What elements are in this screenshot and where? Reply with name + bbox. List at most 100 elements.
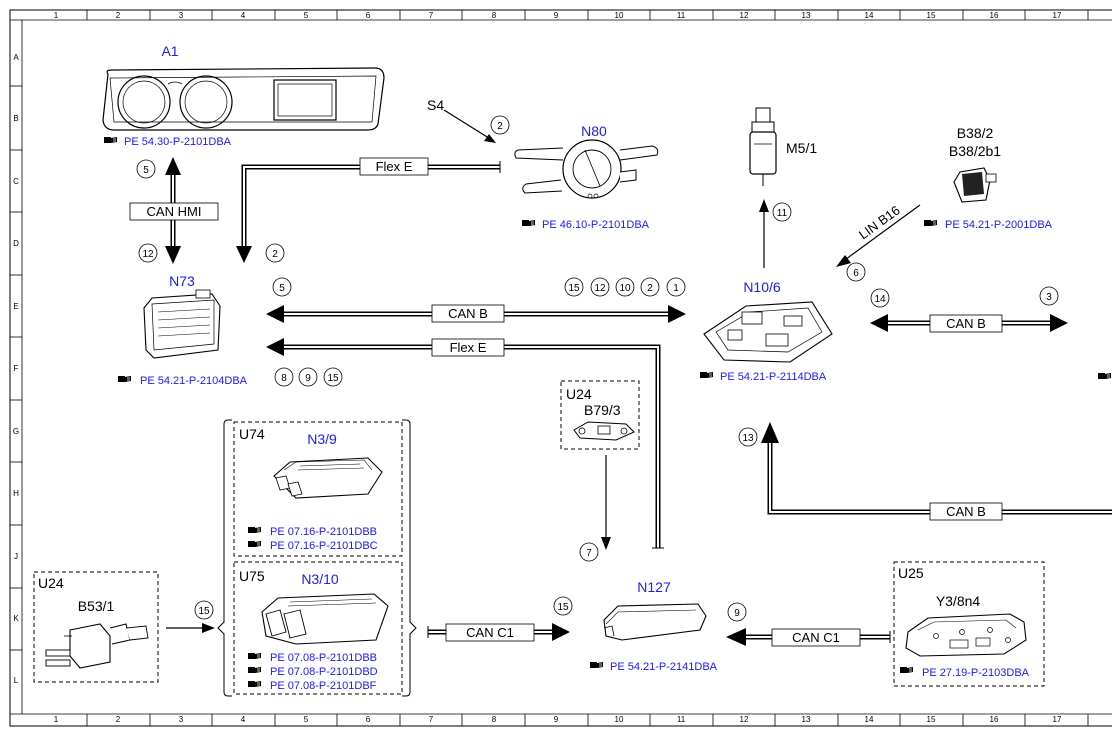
circle-ref-number: 12	[594, 283, 606, 294]
circle-ref: 2	[640, 277, 660, 297]
col-label-top: 17	[1053, 11, 1062, 20]
col-label-top: 4	[241, 11, 246, 20]
circle-ref-number: 5	[279, 283, 285, 294]
flex-e-top-connection: Flex E	[236, 157, 501, 263]
y38n4-label: Y3/8n4	[936, 593, 981, 609]
col-label-top: 9	[554, 11, 559, 20]
col-label-bottom: 11	[677, 715, 686, 724]
row-label: E	[13, 302, 18, 311]
col-label-bottom: 16	[990, 715, 999, 724]
row-label: L	[14, 676, 19, 685]
n310-ref-link-3[interactable]: PE 07.08-P-2101DBF	[270, 680, 377, 692]
b793-label: B79/3	[584, 402, 621, 418]
n127-ref-link[interactable]: PE 54.21-P-2141DBA	[610, 661, 718, 673]
a1-instrument-cluster: A1 PE 54.30-P-2101DBA	[102, 43, 385, 148]
row-label: C	[13, 177, 19, 186]
col-label-bottom: 12	[740, 715, 749, 724]
reference-book-icon	[699, 371, 714, 379]
col-label-bottom: 6	[366, 715, 371, 724]
col-label-top: 5	[304, 11, 309, 20]
can-c1-left-label: CAN C1	[466, 625, 514, 640]
can-b-right-connection: CAN B	[870, 314, 1068, 333]
reference-book-icon	[247, 680, 262, 688]
circle-ref-number: 8	[281, 373, 287, 384]
col-label-top: 15	[927, 11, 936, 20]
circle-ref-number: 15	[557, 602, 569, 613]
reference-book-icon	[247, 666, 262, 674]
circle-ref: 15	[194, 600, 214, 620]
col-label-top: 2	[116, 11, 121, 20]
n106-ref-link[interactable]: PE 54.21-P-2114DBA	[720, 371, 827, 383]
circle-ref-number: 5	[143, 165, 149, 176]
flex-e-main-connection: Flex E	[266, 338, 664, 549]
circle-ref-number: 15	[568, 283, 580, 294]
can-b-main-connection: CAN B	[266, 304, 686, 323]
u74-n39-module: U74 N3/9 PE 07.16-P-2101DBB PE 07.16-P-2…	[239, 426, 383, 552]
can-hmi-connection: CAN HMI	[129, 157, 219, 264]
reference-book-icon	[247, 526, 262, 534]
circle-ref: 12	[590, 277, 610, 297]
n39-ref-link-2[interactable]: PE 07.16-P-2101DBC	[270, 540, 378, 552]
col-label-bottom: 5	[304, 715, 309, 724]
col-label-top: 8	[492, 11, 497, 20]
lin-b16-connection: LIN B16	[836, 202, 921, 267]
can-c1-right-connection: CAN C1	[726, 628, 891, 647]
circle-ref-number: 2	[272, 249, 278, 260]
circle-ref-number: 2	[497, 121, 503, 132]
flex-e-top-label: Flex E	[376, 159, 413, 174]
flex-e-main-label: Flex E	[450, 340, 487, 355]
b382-ref-link[interactable]: PE 54.21-P-2001DBA	[945, 219, 1053, 231]
circle-ref: 2	[265, 243, 285, 263]
circle-ref-number: 7	[586, 548, 592, 559]
col-label-bottom: 8	[492, 715, 497, 724]
reference-book-icon	[103, 136, 118, 144]
col-label-bottom: 15	[927, 715, 936, 724]
n310-ref-link-2[interactable]: PE 07.08-P-2101DBD	[270, 666, 378, 678]
n310-ref-link-1[interactable]: PE 07.08-P-2101DBB	[270, 652, 377, 664]
col-label-top: 1	[54, 11, 59, 20]
col-label-top: 14	[865, 11, 874, 20]
circle-ref: 9	[727, 602, 747, 622]
a1-ref-link[interactable]: PE 54.30-P-2101DBA	[124, 136, 232, 148]
circle-ref: 7	[579, 542, 599, 562]
b531-label: B53/1	[78, 598, 115, 614]
circle-ref: 12	[138, 243, 158, 263]
engine-ecu-group	[217, 419, 417, 697]
circle-ref: 10	[615, 277, 635, 297]
n73-ref-link[interactable]: PE 54.21-P-2104DBA	[140, 375, 248, 387]
s4-label: S4	[427, 97, 444, 113]
grid-columns-bottom	[86, 714, 1089, 726]
b793-connection	[601, 455, 611, 550]
n80-ref-link[interactable]: PE 46.10-P-2101DBA	[542, 219, 650, 231]
s4-pointer: S4	[427, 97, 496, 143]
circle-ref: 6	[846, 262, 866, 282]
circle-ref: 11	[772, 202, 792, 222]
circle-ref: 13	[738, 427, 758, 447]
reference-book-icon	[521, 219, 536, 227]
y38n4-ref-link[interactable]: PE 27.19-P-2103DBA	[922, 667, 1030, 679]
col-label-top: 12	[740, 11, 749, 20]
can-c1-right-label: CAN C1	[792, 630, 840, 645]
n73-label: N73	[169, 273, 195, 289]
can-c1-left-connection: CAN C1	[427, 623, 570, 642]
n106-module: N10/6 PE 54.21-P-2114DBA	[699, 279, 833, 383]
col-label-bottom: 4	[241, 715, 246, 724]
row-label: H	[13, 489, 19, 498]
circle-ref: 15	[323, 367, 343, 387]
col-label-top: 10	[615, 11, 624, 20]
col-label-bottom: 14	[865, 715, 874, 724]
u24-top-group: U24 B79/3	[560, 380, 640, 450]
reference-book-icon	[247, 540, 262, 548]
b382-label: B38/2	[957, 125, 994, 141]
circle-ref-number: 3	[1046, 292, 1052, 303]
circle-ref: 9	[298, 367, 318, 387]
n39-ref-link-1[interactable]: PE 07.16-P-2101DBB	[270, 526, 377, 538]
row-label: B	[13, 114, 18, 123]
col-label-bottom: 13	[802, 715, 811, 724]
reference-book-icon	[923, 219, 938, 227]
u24-bottom-group-label: U24	[38, 575, 64, 591]
circle-ref: 14	[870, 288, 890, 308]
circle-ref-number: 11	[777, 208, 788, 219]
col-label-bottom: 3	[179, 715, 184, 724]
circle-ref-number: 14	[874, 294, 886, 305]
